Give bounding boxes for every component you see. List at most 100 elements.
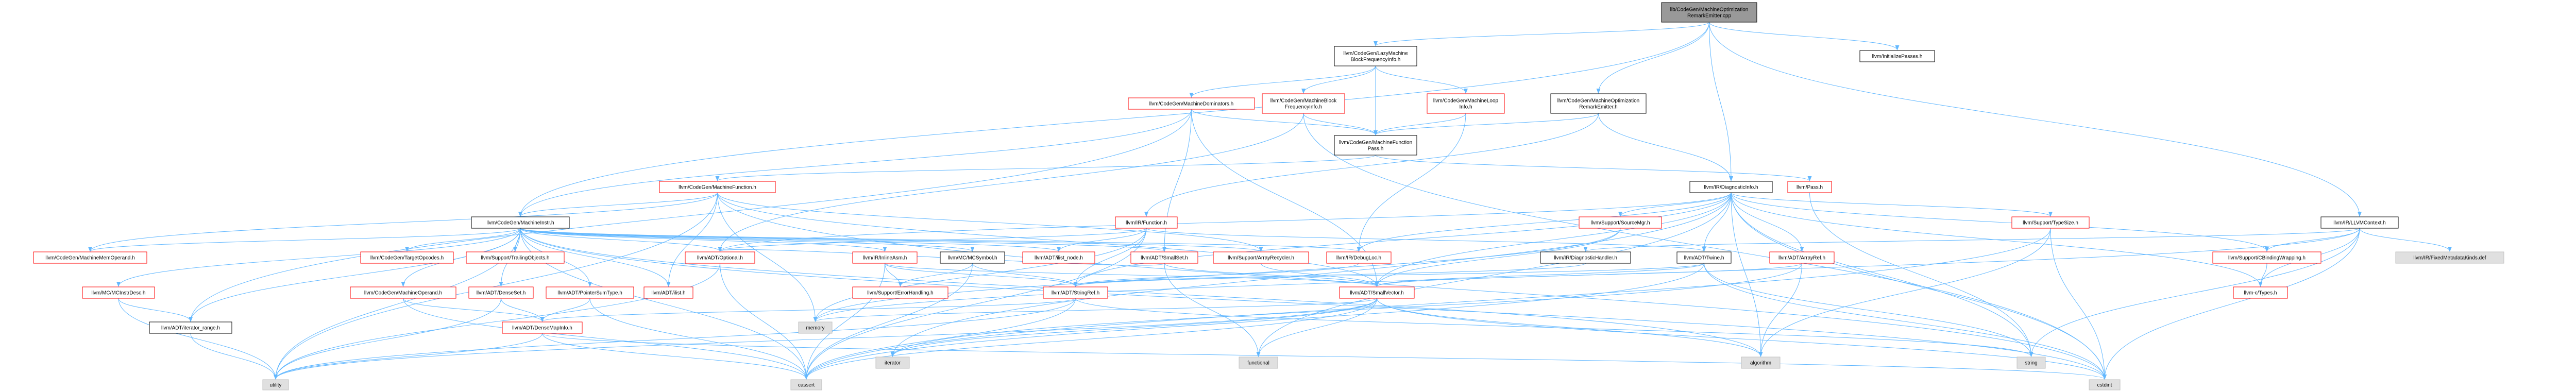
node-label: llvm/CodeGen/MachineInstr.h xyxy=(486,220,554,226)
edge-debugloc-to-stringref xyxy=(1073,263,1359,287)
node-pass[interactable]: llvm/Pass.h xyxy=(1787,181,1832,193)
edge-mfunc-to-cstdint xyxy=(717,192,2107,380)
edge-mbfi-to-optional xyxy=(718,113,1304,252)
node-label: llvm/IR/DebugLoc.h xyxy=(1336,256,1381,261)
node-fixedmd[interactable]: llvm/IR/FixedMetadataKinds.def xyxy=(2395,251,2504,264)
edge-mdom-to-smallset xyxy=(1162,109,1192,252)
node-cassert[interactable]: cassert xyxy=(790,379,822,390)
node-ilist[interactable]: llvm/ADT/ilist.h xyxy=(643,286,693,299)
node-box xyxy=(1262,93,1345,114)
node-box xyxy=(643,286,693,299)
node-arrayrecycler[interactable]: llvm/Support/ArrayRecycler.h xyxy=(1213,251,1309,264)
node-ilistnode[interactable]: llvm/ADT/ilist_node.h xyxy=(1022,251,1095,264)
node-memoperand[interactable]: llvm/CodeGen/MachineMemOperand.h xyxy=(33,251,147,264)
node-string[interactable]: string xyxy=(2016,356,2046,369)
node-stringref[interactable]: llvm/ADT/StringRef.h xyxy=(1043,286,1108,299)
edge-densemapinfo-to-cassert xyxy=(542,333,808,380)
node-diaginfo[interactable]: llvm/IR/DiagnosticInfo.h xyxy=(1689,181,1773,193)
edge-mbfi-to-cstdint xyxy=(1303,113,2107,380)
node-mfunc[interactable]: llvm/CodeGen/MachineFunction.h xyxy=(659,181,776,193)
node-box xyxy=(468,286,534,299)
edge-llvmctx-to-string xyxy=(2029,228,2360,357)
node-box xyxy=(1427,93,1505,114)
node-label: llvm/ADT/SmallSet.h xyxy=(1141,256,1188,261)
node-memory[interactable]: memory xyxy=(798,321,833,334)
node-utility[interactable]: utility xyxy=(262,379,289,390)
edge-more-to-mfpass xyxy=(1374,113,1599,135)
node-box xyxy=(1339,286,1415,299)
node-targetopc[interactable]: llvm/CodeGen/TargetOpcodes.h xyxy=(360,251,454,264)
edge-mdom-to-mfpass xyxy=(1191,109,1378,135)
edge-diaginfo-to-smallvector xyxy=(1375,192,1732,287)
node-debugloc[interactable]: llvm/IR/DebugLoc.h xyxy=(1326,251,1392,264)
edge-arrayref-to-iterator xyxy=(890,263,1802,357)
node-optional[interactable]: llvm/ADT/Optional.h xyxy=(685,251,755,264)
edge-arrayref-to-algorithm xyxy=(1758,263,1802,357)
node-minstr[interactable]: llvm/CodeGen/MachineInstr.h xyxy=(471,216,570,229)
node-srcmgr[interactable]: llvm/Support/SourceMgr.h xyxy=(1579,216,1662,229)
node-twine[interactable]: llvm/ADT/Twine.h xyxy=(1676,251,1732,264)
edge-optional-to-utility xyxy=(274,263,720,380)
edge-mloop-to-debugloc xyxy=(1357,113,1466,252)
node-functional[interactable]: functional xyxy=(1239,356,1278,369)
node-mcinstrdesc[interactable]: llvm/MC/MCInstrDesc.h xyxy=(82,286,155,299)
node-label: llvm/InitializePasses.h xyxy=(1872,54,1923,60)
node-root[interactable]: lib/CodeGen/MachineOptimizationRemarkEmi… xyxy=(1661,2,1757,23)
node-smallset[interactable]: llvm/ADT/SmallSet.h xyxy=(1130,251,1198,264)
node-lazymbfi[interactable]: llvm/CodeGen/LazyMachineBlockFrequencyIn… xyxy=(1334,46,1417,66)
node-initpasses[interactable]: llvm/InitializePasses.h xyxy=(1859,50,1935,62)
node-box xyxy=(1676,251,1732,264)
node-cstdint[interactable]: cstdint xyxy=(2089,379,2121,390)
node-ptrsum[interactable]: llvm/ADT/PointerSumType.h xyxy=(546,286,634,299)
node-arrayref[interactable]: llvm/ADT/ArrayRef.h xyxy=(1769,251,1835,264)
node-algorithm[interactable]: algorithm xyxy=(1741,356,1781,369)
node-smallvector[interactable]: llvm/ADT/SmallVector.h xyxy=(1339,286,1415,299)
node-errhandling[interactable]: llvm/Support/ErrorHandling.h xyxy=(852,286,948,299)
node-diaghandler[interactable]: llvm/IR/DiagnosticHandler.h xyxy=(1540,251,1631,264)
node-label: llvm/IR/DiagnosticHandler.h xyxy=(1554,256,1617,261)
node-irfunc[interactable]: llvm/IR/Function.h xyxy=(1115,216,1178,229)
node-label: iterator xyxy=(885,361,901,366)
node-cbinding[interactable]: llvm/Support/CBindingWrapping.h xyxy=(2212,251,2321,264)
edge-smallset-to-smallvector xyxy=(1164,263,1379,287)
edge-moperand-to-cassert xyxy=(403,298,808,380)
edge-iterrange-to-utility xyxy=(190,333,278,380)
node-label: llvm/ADT/PointerSumType.h xyxy=(557,291,622,296)
node-ctypes[interactable]: llvm-c/Types.h xyxy=(2233,286,2288,299)
node-trailing[interactable]: llvm/Support/TrailingObjects.h xyxy=(466,251,565,264)
node-more[interactable]: llvm/CodeGen/MachineOptimizationRemarkEm… xyxy=(1550,93,1647,114)
node-label: cassert xyxy=(798,383,815,388)
node-inlineasm[interactable]: llvm/IR/InlineAsm.h xyxy=(852,251,918,264)
node-moperand[interactable]: llvm/CodeGen/MachineOperand.h xyxy=(350,286,456,299)
node-box xyxy=(875,356,910,369)
edge-llvmctx-to-cstdint xyxy=(2103,228,2360,380)
edge-llvmctx-to-fixedmd xyxy=(2359,228,2452,252)
edge-mdom-to-minstr xyxy=(518,109,1192,217)
node-mdom[interactable]: llvm/CodeGen/MachineDominators.h xyxy=(1128,97,1255,110)
node-box xyxy=(1334,135,1417,156)
node-denseset[interactable]: llvm/ADT/DenseSet.h xyxy=(468,286,534,299)
edge-diaginfo-to-arrayref xyxy=(1731,192,1804,252)
node-box xyxy=(502,321,583,334)
node-llvmctx[interactable]: llvm/IR/LLVMContext.h xyxy=(2320,216,2399,229)
node-iterator[interactable]: iterator xyxy=(875,356,910,369)
edge-root-to-lazymbfi xyxy=(1374,22,1709,46)
node-mcsymbol[interactable]: llvm/MC/MCSymbol.h xyxy=(940,251,1005,264)
node-label: llvm/CodeGen/MachineLoop xyxy=(1433,98,1499,104)
edge-arrayrecycler-to-smallvector xyxy=(1261,263,1379,287)
node-iterrange[interactable]: llvm/ADT/iterator_range.h xyxy=(149,321,232,334)
node-label: llvm/IR/LLVMContext.h xyxy=(2333,220,2386,226)
edge-mcsymbol-to-cassert xyxy=(804,263,973,380)
edge-twine-to-cassert xyxy=(804,263,1704,380)
edge-densemapinfo-to-cstdint xyxy=(542,333,2107,380)
node-box xyxy=(1239,356,1278,369)
node-densemapinfo[interactable]: llvm/ADT/DenseMapInfo.h xyxy=(502,321,583,334)
node-box xyxy=(1661,2,1757,23)
edge-lazymbfi-to-mbfi xyxy=(1301,65,1376,94)
edge-diaginfo-to-twine xyxy=(1702,192,1732,252)
node-typesize[interactable]: llvm/Support/TypeSize.h xyxy=(2011,216,2090,229)
edge-diaghandler-to-stringref xyxy=(1073,263,1586,287)
